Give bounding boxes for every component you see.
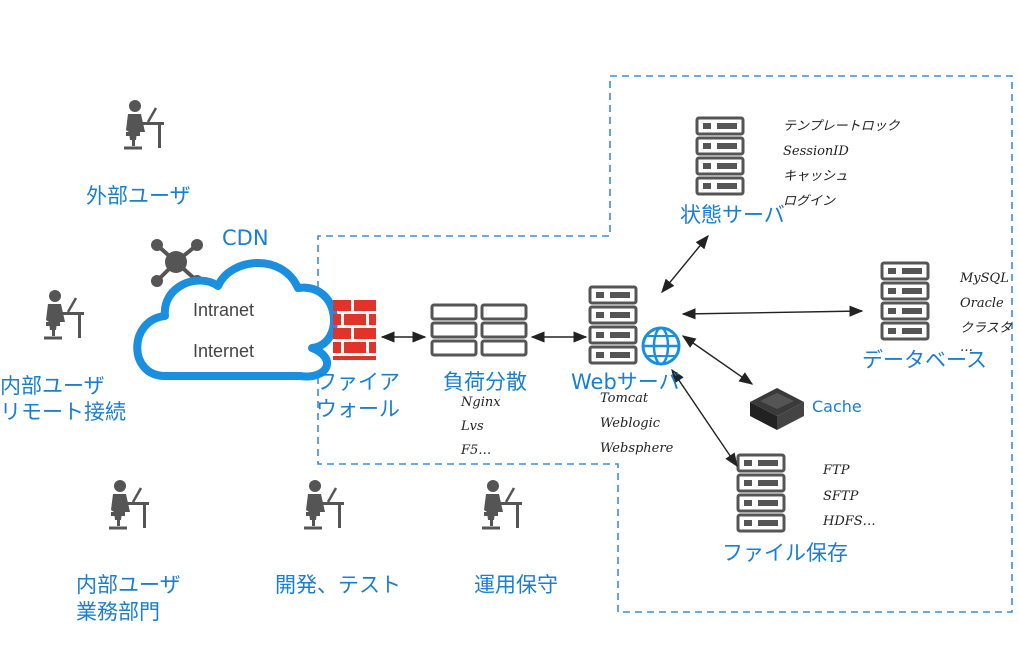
internal-user-label: 内部ユーザ <box>0 374 105 398</box>
load-balancer-label: 負荷分散 <box>443 370 527 394</box>
internal-user-label: 内部ユーザ <box>76 573 181 597</box>
state-server-note: SessionID <box>783 144 849 159</box>
user-at-desk-icon <box>107 478 151 530</box>
cloud-internet-label: Internet <box>193 341 255 361</box>
state-server-note: ログイン <box>783 194 836 209</box>
dev-test-label: 開発、テスト <box>275 573 401 597</box>
load-balancer-note: Nginx <box>461 395 501 410</box>
user-at-desk-icon <box>42 288 86 340</box>
firewall-icon <box>333 300 376 360</box>
load-balancer-note: F5… <box>461 443 492 458</box>
server-rack-icon <box>880 261 930 341</box>
file-storage-note: FTP <box>823 463 850 478</box>
business-dept-label: 業務部門 <box>76 600 160 624</box>
cache-label: Cache <box>812 397 862 416</box>
load-balancer-icon <box>430 303 528 357</box>
user-at-desk-icon <box>122 98 166 150</box>
file-storage-label: ファイル保存 <box>722 541 848 565</box>
web-server-note: Tomcat <box>600 391 649 406</box>
cache-cube-icon <box>750 388 804 430</box>
server-zone-boundary <box>317 75 1013 613</box>
connections <box>380 234 864 468</box>
web-server-label: Webサーバ <box>571 370 680 394</box>
database-note: Oracle <box>960 296 1004 311</box>
firewall-label: ファイア <box>316 370 400 394</box>
database-note: クラスタ <box>960 321 1012 336</box>
user-at-desk-icon <box>302 478 346 530</box>
server-rack-icon <box>695 116 745 196</box>
state-server-note: キャッシュ <box>783 169 849 184</box>
web-server-note: Websphere <box>600 441 674 456</box>
database-note: MySQL <box>960 271 1009 286</box>
web-server-note: Weblogic <box>600 416 661 431</box>
ops-label: 運用保守 <box>474 573 558 597</box>
firewall-label-2: ウォール <box>316 397 400 421</box>
remote-connection-label: リモート接続 <box>0 400 126 424</box>
database-label: データベース <box>862 348 987 372</box>
server-rack-icon <box>588 285 638 365</box>
state-server-label: 状態サーバ <box>680 203 785 227</box>
external-user-label: 外部ユーザ <box>86 184 191 208</box>
database-note: … <box>960 340 973 355</box>
cloud-icon <box>133 259 338 381</box>
globe-icon <box>641 326 681 366</box>
file-storage-note: SFTP <box>823 489 859 504</box>
server-rack-icon <box>736 453 786 533</box>
load-balancer-note: Lvs <box>461 419 484 434</box>
state-server-note: テンプレートロック <box>783 119 900 134</box>
file-storage-note: HDFS… <box>823 514 876 529</box>
user-at-desk-icon <box>480 478 524 530</box>
cdn-label: CDN <box>222 226 269 250</box>
cloud-intranet-label: Intranet <box>193 300 255 320</box>
